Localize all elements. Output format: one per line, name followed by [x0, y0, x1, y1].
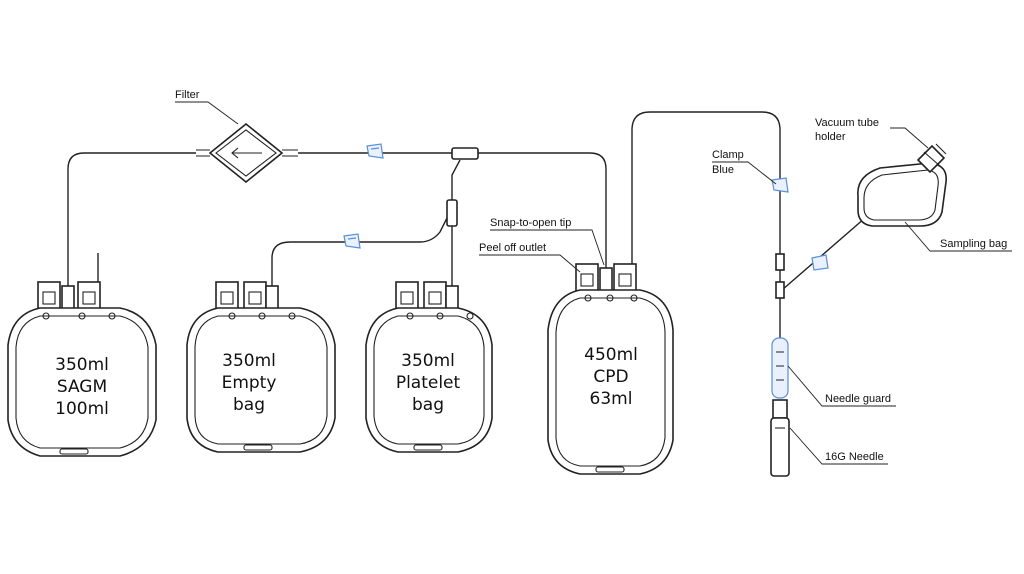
bag-label-line: 350ml	[401, 351, 455, 371]
bag-sagm: 350ml SAGM 100ml	[7, 281, 157, 457]
y-connector	[446, 199, 458, 227]
sampling-bag	[857, 162, 947, 227]
bag-label-line: 100ml	[55, 399, 109, 419]
bag-label-line: 63ml	[590, 389, 633, 409]
callout-label: Needle guard	[825, 393, 891, 405]
bag-label-line: Empty	[222, 373, 277, 393]
clamp-icon	[366, 143, 384, 159]
callout-needle: 16G Needle	[789, 427, 888, 465]
bag-ports	[37, 281, 101, 313]
callout-snap-tip: Snap-to-open tip	[490, 217, 605, 266]
callout-vacuum-tube-holder: Vacuum tube holder	[815, 117, 929, 149]
line-coupler	[775, 281, 785, 299]
callout-filter: Filter	[175, 89, 239, 125]
callout-label: Filter	[175, 89, 200, 101]
bag-label-line: SAGM	[57, 377, 107, 397]
line-coupler	[775, 253, 785, 271]
bag-cpd: 450ml CPD 63ml	[547, 263, 674, 475]
tubing	[67, 111, 866, 340]
callout-clamp: Clamp Blue	[712, 149, 777, 185]
callout-label: holder	[815, 131, 846, 143]
clamp-icon	[811, 254, 829, 271]
callout-label: Peel off outlet	[479, 242, 546, 254]
clamp-icon	[343, 233, 361, 249]
bag-label-line: CPD	[593, 367, 628, 387]
needle-guard	[771, 337, 789, 399]
tee-connector	[451, 147, 479, 160]
filter-icon	[196, 122, 298, 184]
bag-label-line: 350ml	[222, 351, 276, 371]
bag-ports	[575, 263, 637, 295]
callout-needle-guard: Needle guard	[787, 365, 896, 407]
callout-label: 16G Needle	[825, 451, 884, 463]
callout-peel-outlet: Peel off outlet	[479, 242, 581, 273]
callout-label: Snap-to-open tip	[490, 217, 571, 229]
callout-label: Sampling bag	[940, 238, 1007, 250]
callout-label: Blue	[712, 164, 734, 176]
clamp-icon	[771, 177, 789, 193]
callout-label: Clamp	[712, 149, 744, 161]
vacuum-tube-holder	[916, 143, 947, 174]
callout-sampling-bag: Sampling bag	[904, 221, 1012, 252]
bag-label-line: 350ml	[55, 355, 109, 375]
bag-label-line: bag	[233, 395, 265, 415]
bag-ports	[395, 281, 459, 313]
bag-platelet: 350ml Platelet bag	[365, 281, 493, 453]
bag-label-line: bag	[412, 395, 444, 415]
bag-label-line: Platelet	[396, 373, 461, 393]
needle	[770, 399, 790, 477]
bag-empty: 350ml Empty bag	[186, 281, 336, 453]
bag-label-line: 450ml	[584, 345, 638, 365]
callout-label: Vacuum tube	[815, 117, 879, 129]
